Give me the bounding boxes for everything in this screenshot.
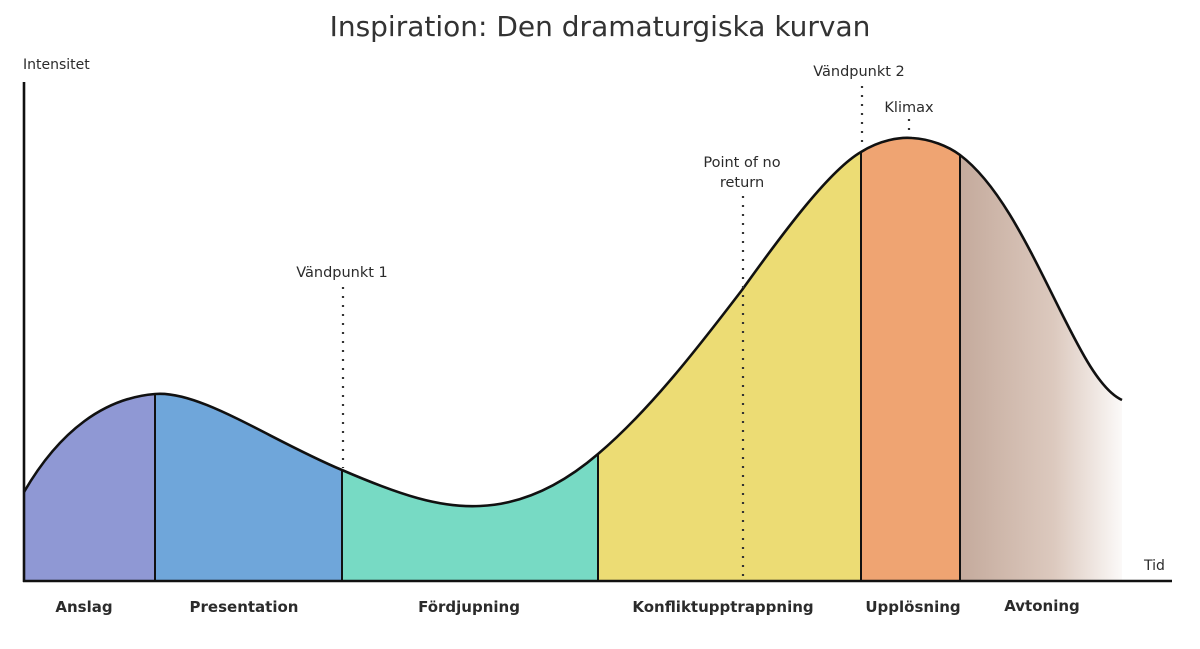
marker-label-point-of-no-return-line2: return (720, 175, 764, 191)
phase-label-presentation: Presentation (190, 598, 299, 616)
phase-label-anslag: Anslag (55, 598, 112, 616)
marker-label-klimax: Klimax (884, 100, 934, 116)
phase-fill-avtoning (960, 137, 1122, 581)
phase-fill-presentation (155, 137, 342, 581)
marker-label-point-of-no-return-line1: Point of no (703, 155, 780, 171)
phase-label-avtoning: Avtoning (1004, 597, 1080, 615)
phase-label-fordjupning: Fördjupning (418, 598, 520, 616)
marker-label-vandpunkt-1: Vändpunkt 1 (296, 265, 388, 281)
phase-fill-upplosning (861, 137, 960, 581)
phase-fill-anslag (24, 137, 155, 581)
phase-label-upplosning: Upplösning (865, 598, 960, 616)
intensity-curve (22, 136, 1123, 508)
page-title: Inspiration: Den dramaturgiska kurvan (329, 10, 871, 43)
marker-label-vandpunkt-2: Vändpunkt 2 (813, 64, 905, 80)
x-axis-label: Tid (1143, 558, 1165, 574)
phase-label-konfliktupptrappning: Konfliktupptrappning (632, 598, 813, 616)
y-axis-label: Intensitet (23, 57, 90, 73)
